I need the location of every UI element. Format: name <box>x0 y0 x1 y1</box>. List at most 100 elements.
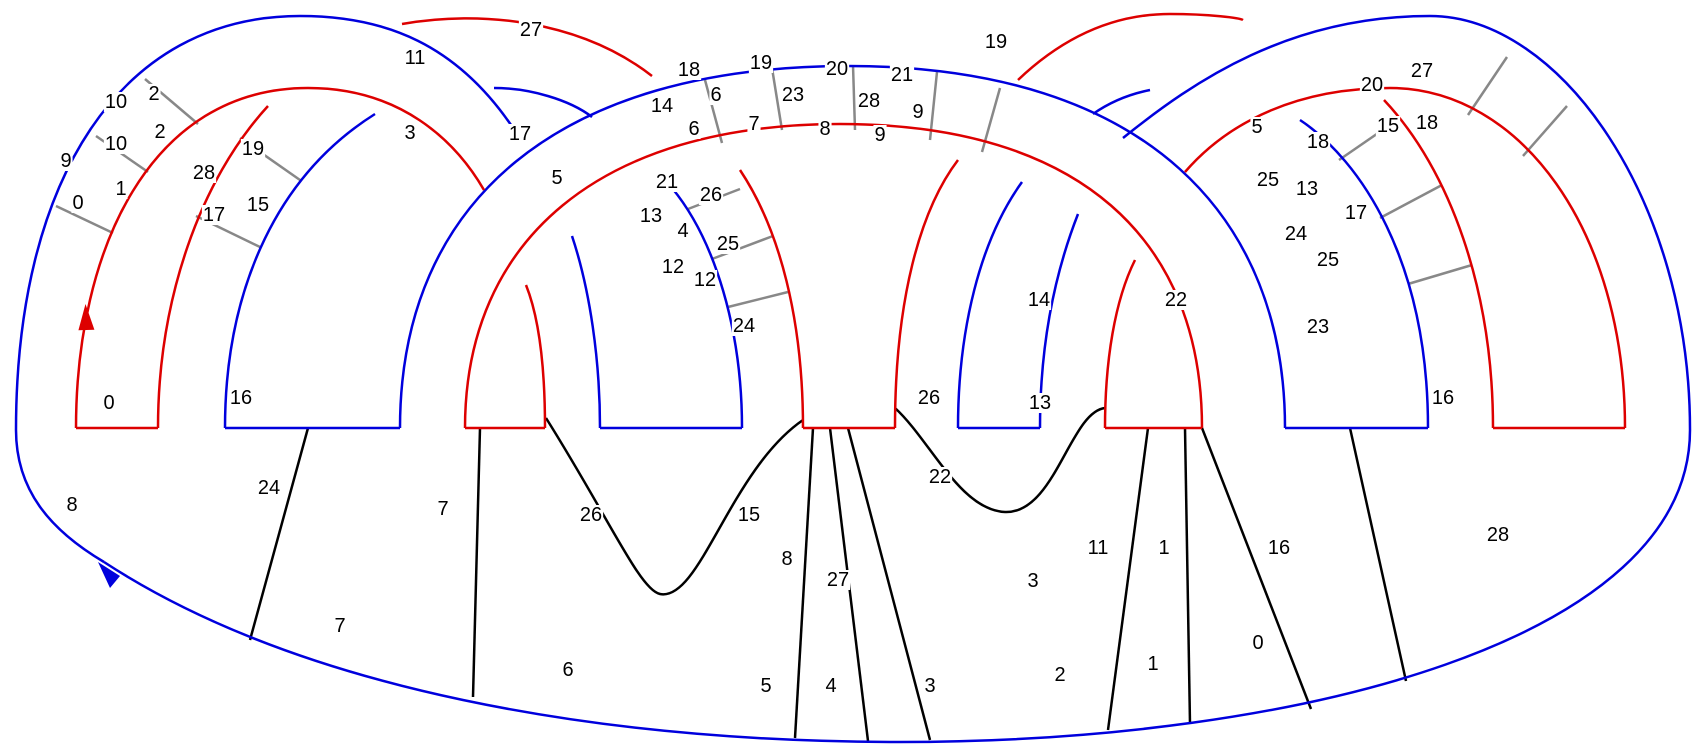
label-backdrop <box>1375 116 1401 136</box>
label-backdrop <box>780 549 794 569</box>
blue-center-left <box>956 181 1024 429</box>
crossing-label: 7 <box>333 615 347 637</box>
label-backdrop <box>1409 61 1435 81</box>
crossing-label: 6 <box>709 84 723 106</box>
crossing-label-text: 17 <box>509 123 531 145</box>
crossing-label-text: 7 <box>437 498 448 520</box>
crossing-label: 16 <box>1266 537 1292 559</box>
crossing-label: 28 <box>191 162 217 184</box>
red-left-outer <box>74 86 486 429</box>
crossing-label: 3 <box>1026 570 1040 592</box>
crossing-label-text: 24 <box>258 477 280 499</box>
crossing-label-text: 19 <box>985 31 1007 53</box>
label-backdrop <box>911 102 925 122</box>
crossing-label: 13 <box>638 205 664 227</box>
crossing-label: 9 <box>59 150 73 172</box>
label-backdrop <box>228 388 254 408</box>
crossing-label: 9 <box>911 101 925 123</box>
crossing-label: 19 <box>983 31 1009 53</box>
red-center-left <box>738 169 805 429</box>
crossing-label: 26 <box>916 387 942 409</box>
label-backdrop <box>103 92 129 112</box>
label-backdrop <box>201 205 227 225</box>
chord <box>894 406 1106 514</box>
crossing-label: 20 <box>1359 74 1385 96</box>
crossing-label-text: 2 <box>154 121 165 143</box>
crossing-label: 18 <box>676 59 702 81</box>
label-backdrop <box>709 85 723 105</box>
crossing-label: 24 <box>1283 223 1309 245</box>
crossing-label-text: 13 <box>1029 392 1051 414</box>
crossing-label-text: 5 <box>760 675 771 697</box>
crossing-label: 26 <box>698 184 724 206</box>
label-backdrop <box>147 84 161 104</box>
crossing-label: 23 <box>780 84 806 106</box>
rungs <box>55 56 1568 309</box>
crossing-label: 28 <box>1485 524 1511 546</box>
label-backdrop <box>698 185 724 205</box>
crossing-label: 3 <box>403 122 417 144</box>
crossing-label-text: 15 <box>738 504 760 526</box>
label-backdrop <box>731 316 757 336</box>
crossing-label: 7 <box>747 113 761 135</box>
crossing-label-text: 19 <box>242 138 264 160</box>
crossing-label: 17 <box>507 123 533 145</box>
crossing-label: 20 <box>824 58 850 80</box>
rung <box>928 71 939 141</box>
crossing-label-text: 11 <box>1088 537 1109 559</box>
crossing-label: 6 <box>687 118 701 140</box>
crossing-label: 2 <box>153 121 167 143</box>
crossing-label: 4 <box>676 220 690 242</box>
crossing-label-text: 24 <box>1285 223 1307 245</box>
crossing-label-text: 12 <box>694 269 716 291</box>
crossing-label: 14 <box>649 95 675 117</box>
crossing-label-text: 25 <box>717 233 739 255</box>
crossing-label: 0 <box>71 192 85 214</box>
label-backdrop <box>649 96 675 116</box>
rung <box>1379 183 1443 220</box>
crossing-label-text: 21 <box>656 171 678 193</box>
crossing-label-text: 27 <box>827 569 849 591</box>
chord <box>1348 427 1408 682</box>
crossing-label: 25 <box>715 233 741 255</box>
crossing-label: 16 <box>1430 387 1456 409</box>
crossing-label-text: 9 <box>912 101 923 123</box>
crossing-label: 27 <box>825 569 851 591</box>
crossing-label-text: 10 <box>105 133 127 155</box>
crossing-label-text: 15 <box>1377 115 1399 137</box>
rung <box>727 290 789 309</box>
chord <box>1183 427 1192 725</box>
label-backdrop <box>518 20 544 40</box>
crossing-label-text: 16 <box>1268 537 1290 559</box>
crossing-label-text: 22 <box>1165 289 1187 311</box>
crossing-label-text: 22 <box>929 466 951 488</box>
label-backdrop <box>687 119 701 139</box>
crossing-label: 15 <box>245 194 271 216</box>
crossing-label-text: 18 <box>1307 131 1329 153</box>
blue-main-dome <box>398 64 1287 429</box>
crossing-label-text: 8 <box>66 494 77 516</box>
label-backdrop <box>333 616 347 636</box>
label-backdrop <box>889 65 915 85</box>
crossing-label-text: 24 <box>733 315 755 337</box>
crossing-label: 5 <box>1250 116 1264 138</box>
chord <box>471 427 482 698</box>
label-backdrop <box>638 206 664 226</box>
crossing-label: 6 <box>561 659 575 681</box>
crossing-label-text: 23 <box>782 84 804 106</box>
label-backdrop <box>747 114 761 134</box>
crossing-label: 24 <box>256 477 282 499</box>
rung <box>770 67 784 131</box>
crossing-label-text: 18 <box>678 59 700 81</box>
red-right-inner-a <box>1103 259 1137 429</box>
rung <box>1522 105 1568 157</box>
blue-inner-right <box>671 187 744 429</box>
label-backdrop <box>1255 170 1281 190</box>
crossing-label: 26 <box>578 504 604 526</box>
label-backdrop <box>1283 224 1309 244</box>
label-backdrop <box>923 676 937 696</box>
crossing-label: 13 <box>1294 178 1320 200</box>
crossing-label-text: 20 <box>826 58 848 80</box>
crossing-label: 11 <box>403 47 427 69</box>
crossing-label-text: 10 <box>105 91 127 113</box>
